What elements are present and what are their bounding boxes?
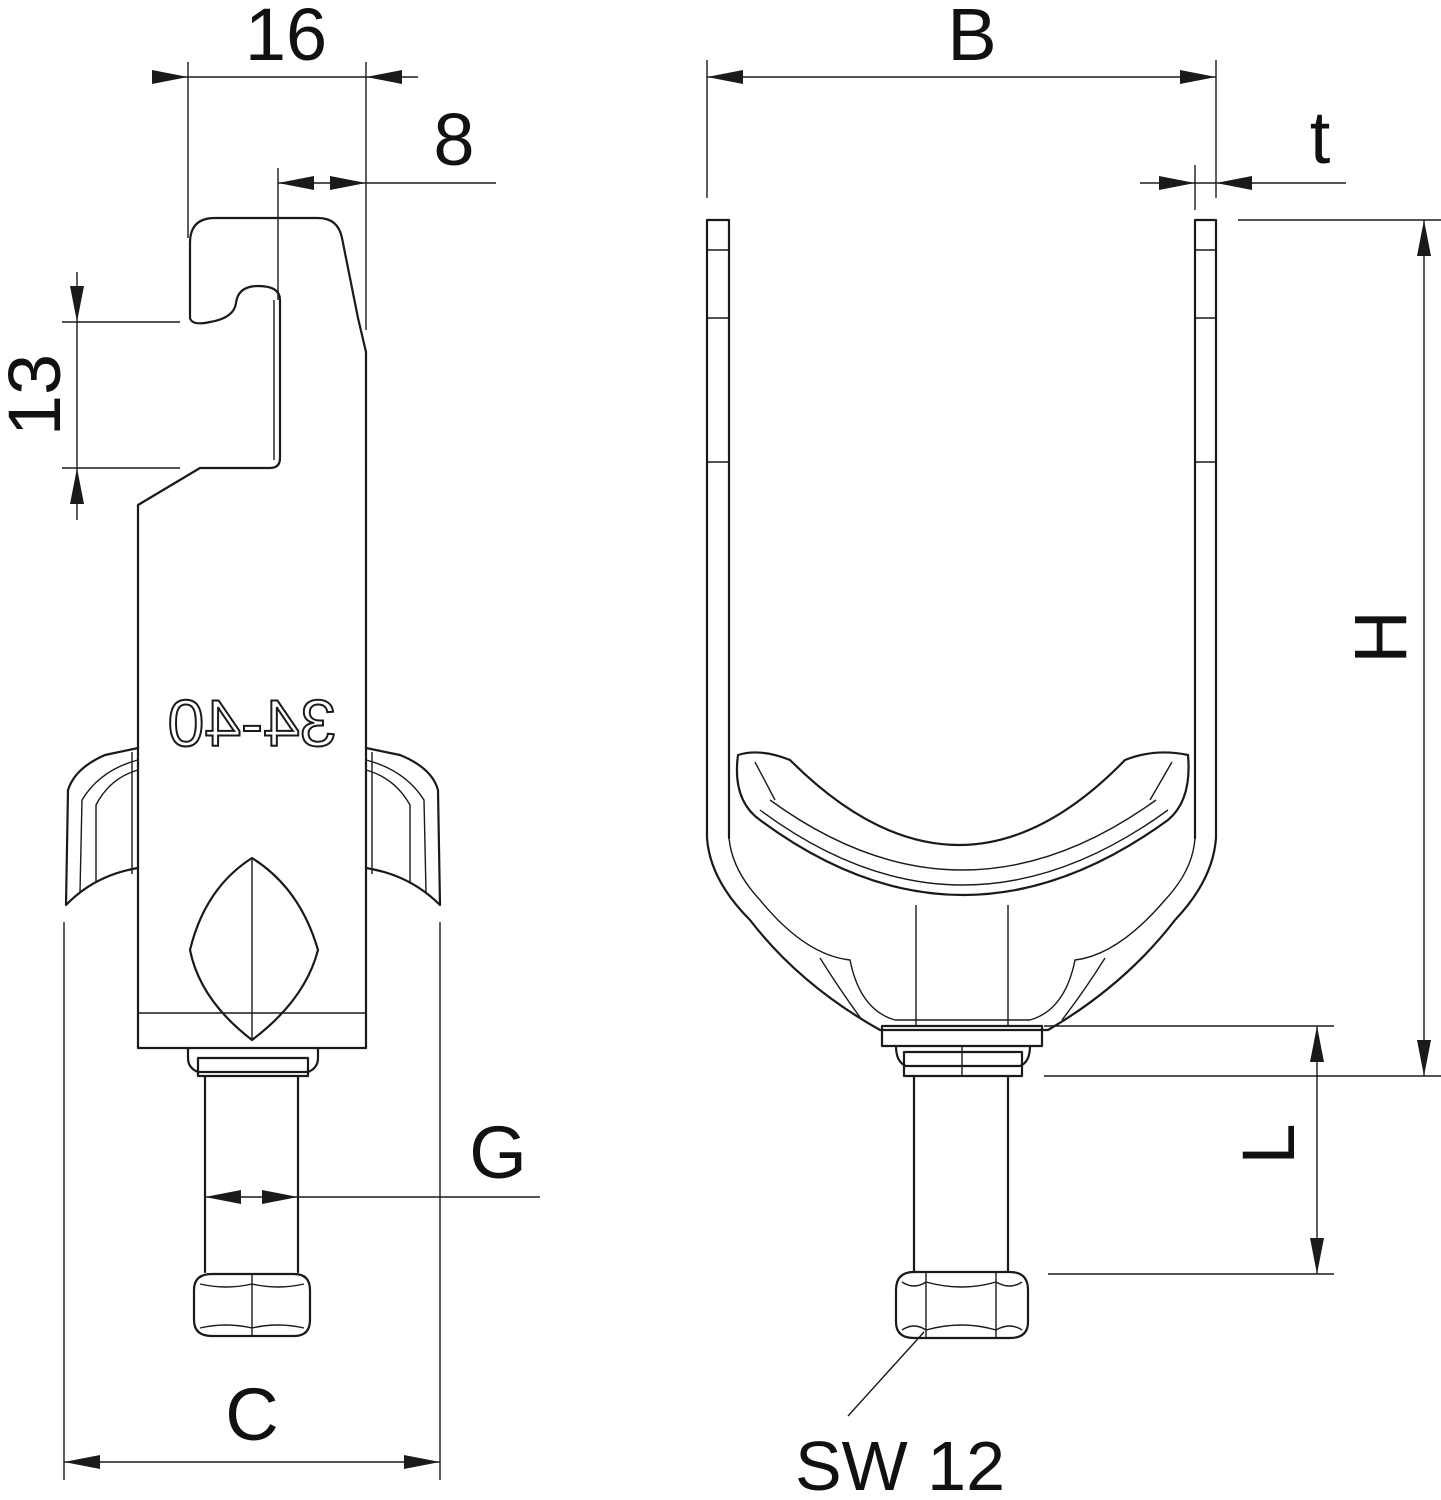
dim-13-arrow-bottom: [70, 468, 84, 504]
dimension-lines: [62, 60, 1441, 1480]
dim-16-arrow-right: [366, 70, 402, 84]
label-8: 8: [433, 98, 474, 181]
dim-h-arrow-bottom: [1417, 1040, 1431, 1076]
side-view-left-wing: [64, 746, 140, 907]
dim-c-arrow-right: [404, 1455, 440, 1469]
front-view-left-arm: [705, 218, 731, 840]
label-sw: SW 12: [795, 1427, 1005, 1500]
front-view-cup-inner: [728, 837, 1196, 1021]
front-view-collar-washer: [902, 1050, 1024, 1078]
label-13: 13: [0, 354, 76, 436]
side-view-shank: [203, 1074, 300, 1274]
front-view-left-arm-marks: [707, 249, 729, 463]
side-view-left-wing-inner: [79, 752, 139, 893]
dim-13-arrow-top: [70, 286, 84, 322]
dim-b-arrow-left: [707, 70, 743, 84]
front-view-saddle-inner: [754, 761, 1173, 886]
front-view-right-arm-marks: [1195, 249, 1216, 463]
side-view-right-wing: [364, 746, 442, 907]
dim-h-arrow-top: [1417, 220, 1431, 256]
front-view-web: [915, 905, 1009, 1026]
label-b: B: [947, 0, 996, 76]
side-view-collar: [186, 1046, 320, 1074]
front-view-cup: [705, 836, 1218, 1032]
label-h: H: [1339, 610, 1422, 663]
dim-8-arrow-left: [278, 176, 314, 190]
side-view-right-wing-inner: [365, 752, 427, 893]
side-view-nut-facets: [199, 1274, 305, 1336]
label-c: C: [225, 1373, 278, 1456]
front-view-nut: [894, 1270, 1030, 1340]
front-view-cup-fold: [819, 957, 1106, 1021]
dim-g-arrow-right: [262, 1190, 298, 1204]
side-view-body-outline: [136, 216, 368, 1050]
front-view: [705, 218, 1218, 1340]
dim-g-arrow-left: [205, 1190, 241, 1204]
dim-t-arrow-left: [1159, 176, 1195, 190]
side-view-nut: [192, 1272, 312, 1338]
front-view-nut-facets: [901, 1272, 1023, 1338]
front-view-saddle-top: [735, 751, 1190, 897]
label-l: L: [1227, 1123, 1310, 1164]
dim-t-arrow-right: [1216, 176, 1252, 190]
front-view-collar: [894, 1044, 1032, 1068]
label-t: t: [1310, 96, 1331, 179]
side-view-collar-washer: [196, 1056, 310, 1078]
dim-l-arrow-top: [1310, 1026, 1324, 1062]
part-marking: 34-40: [168, 686, 337, 760]
dim-l-arrow-bottom: [1310, 1238, 1324, 1274]
front-view-shank: [912, 1074, 1010, 1274]
label-16: 16: [245, 0, 327, 76]
front-view-right-arm: [1193, 218, 1218, 840]
label-g: G: [469, 1111, 527, 1194]
side-view: 34-40: [64, 216, 442, 1338]
dim-c-arrow-left: [64, 1455, 100, 1469]
dim-16-arrow-left: [152, 70, 188, 84]
dim-b-arrow-right: [1180, 70, 1216, 84]
dim-8-arrow-right: [330, 176, 366, 190]
sw-leader: [847, 1331, 925, 1417]
